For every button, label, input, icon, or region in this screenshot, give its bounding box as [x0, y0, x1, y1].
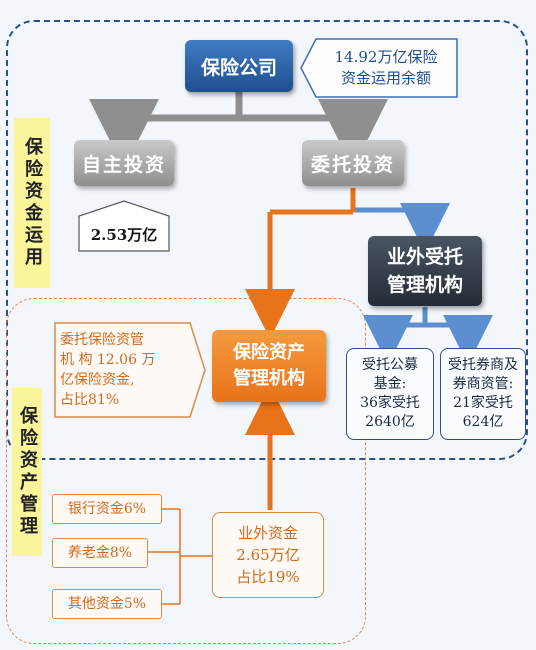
asset-mgmt-label: 保险资产管理: [12, 388, 42, 556]
asset-mgmt-firm-line2: 管理机构: [233, 368, 305, 389]
balance-note-shape: [300, 38, 458, 98]
bank-funds-label: 银行资金6%: [67, 501, 147, 517]
balance-note-line1: 14.92万亿保险: [334, 48, 438, 66]
self-investment-label: 自主投资: [81, 153, 166, 176]
broker-line4: 624亿: [462, 414, 504, 430]
pension-label: 养老金8%: [67, 545, 133, 561]
bank-funds-box: 银行资金6%: [52, 494, 162, 524]
balance-note-line2: 资金运用余额: [340, 69, 431, 87]
external-trustee-node: 业外受托 管理机构: [368, 236, 482, 306]
mutual-fund-line4: 2640亿: [365, 414, 415, 430]
self-amount-note: 2.53万亿: [78, 218, 170, 250]
source-bracket: [148, 508, 212, 605]
fund-use-label: 保险资金运用: [14, 118, 50, 288]
mutual-fund-line3: 36家受托: [360, 395, 420, 411]
external-funds-line1: 业外资金: [237, 524, 298, 542]
orange-arrows: [245, 188, 356, 510]
insurance-company-node: 保险公司: [185, 40, 293, 92]
grey-arrows: [89, 92, 388, 169]
asset-mgmt-firm-line1: 保险资产: [233, 342, 305, 363]
broker-line1: 受托券商及: [448, 357, 518, 373]
entrusted-investment-label: 委托投资: [310, 153, 395, 176]
external-funds-line2: 2.65万亿: [236, 546, 300, 564]
external-funds-box: 业外资金 2.65万亿 占比19%: [212, 512, 324, 598]
asset-mgmt-firm-node: 保险资产 管理机构: [212, 330, 326, 402]
entrusted-investment-node: 委托投资: [302, 140, 404, 186]
asset-mgmt-region: [6, 298, 366, 644]
mutual-fund-line2: 基金:: [373, 376, 407, 392]
other-funds-label: 其他资金5%: [67, 596, 147, 612]
broker-line3: 21家受托: [453, 395, 513, 411]
mutual-fund-box: 受托公募 基金: 36家受托 2640亿: [346, 348, 434, 440]
entrusted-share-shape: [54, 322, 206, 418]
self-amount-label: 2.53万亿: [90, 225, 158, 244]
external-trustee-line1: 业外受托: [386, 246, 463, 268]
broker-box: 受托券商及 券商资管: 21家受托 624亿: [440, 348, 526, 440]
broker-line2: 券商资管:: [452, 376, 514, 392]
mutual-fund-line1: 受托公募: [362, 357, 418, 373]
self-amount-shape: [78, 200, 170, 252]
external-trustee-line2: 管理机构: [386, 274, 463, 296]
entrusted-share-line1: 委托保险资管: [60, 332, 144, 348]
pension-box: 养老金8%: [52, 538, 148, 568]
balance-note: 14.92万亿保险 资金运用余额: [318, 40, 454, 96]
entrusted-share-line3: 亿保险资金,: [60, 372, 135, 388]
fund-use-region: [6, 20, 528, 460]
other-funds-box: 其他资金5%: [52, 589, 162, 619]
entrusted-share-line2: 机 构 12.06 万: [60, 352, 156, 368]
external-funds-line3: 占比19%: [236, 568, 300, 586]
entrusted-share-note: 委托保险资管 机 构 12.06 万 亿保险资金, 占比81%: [60, 326, 192, 414]
self-investment-node: 自主投资: [74, 140, 174, 186]
insurance-company-label: 保险公司: [200, 56, 277, 79]
entrusted-share-line4: 占比81%: [60, 392, 120, 408]
